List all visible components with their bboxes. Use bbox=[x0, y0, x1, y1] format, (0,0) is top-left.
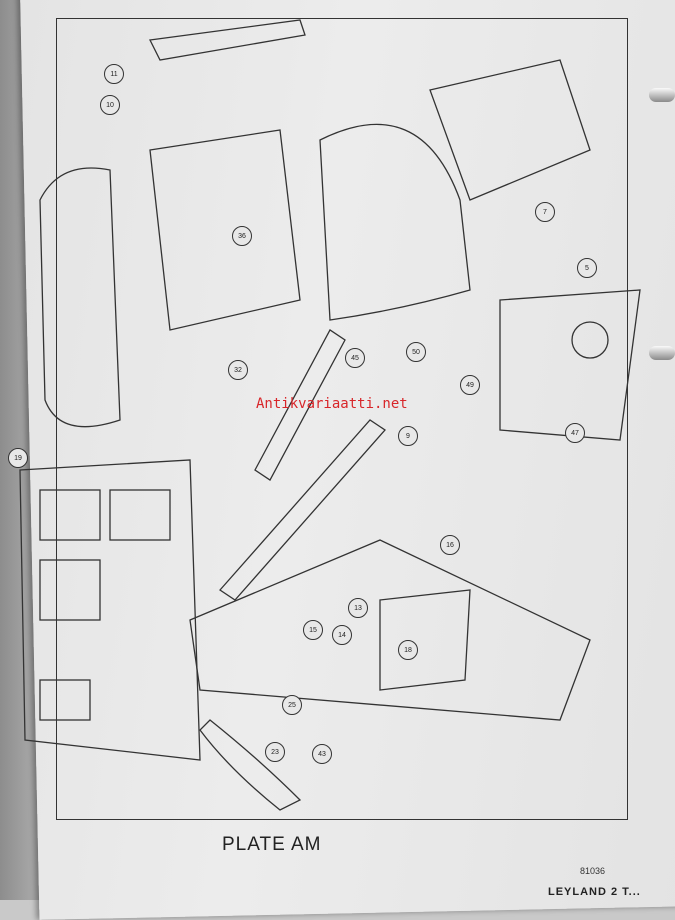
callout: 9 bbox=[398, 426, 418, 446]
pillar bbox=[254, 329, 346, 481]
callout: 50 bbox=[406, 342, 426, 362]
plate-title: PLATE AM bbox=[222, 834, 322, 855]
exploded-body-diagram bbox=[19, 19, 641, 811]
callout: 16 bbox=[440, 535, 460, 555]
wheel-arch bbox=[199, 719, 302, 811]
roof-rail bbox=[149, 19, 306, 61]
callout: 14 bbox=[332, 625, 352, 645]
plate-frame bbox=[56, 18, 628, 820]
callout: 19 bbox=[8, 448, 28, 468]
callout: 23 bbox=[265, 742, 285, 762]
door-frame bbox=[149, 129, 301, 331]
cab-side-panel bbox=[319, 123, 471, 321]
callout: 32 bbox=[228, 360, 248, 380]
callout: 5 bbox=[577, 258, 597, 278]
callout: 47 bbox=[565, 423, 585, 443]
binder-ring bbox=[649, 346, 675, 360]
front-grille-panel bbox=[499, 289, 641, 441]
rear-cab-panel bbox=[19, 459, 201, 761]
front-frame bbox=[429, 59, 591, 201]
plate-reference: 81036 bbox=[580, 866, 606, 876]
callout: 45 bbox=[345, 348, 365, 368]
callout: 10 bbox=[100, 95, 120, 115]
watermark: Antikvariaatti.net bbox=[256, 396, 408, 412]
callout: 18 bbox=[398, 640, 418, 660]
callout: 15 bbox=[303, 620, 323, 640]
sill bbox=[219, 419, 386, 601]
callout: 13 bbox=[348, 598, 368, 618]
callout: 7 bbox=[535, 202, 555, 222]
callout: 36 bbox=[232, 226, 252, 246]
callout: 25 bbox=[282, 695, 302, 715]
callout: 49 bbox=[460, 375, 480, 395]
callout: 43 bbox=[312, 744, 332, 764]
cross-member bbox=[379, 589, 471, 691]
rear-panel bbox=[39, 167, 121, 428]
binder-ring bbox=[649, 88, 675, 102]
callout: 11 bbox=[104, 64, 124, 84]
floor-pan bbox=[189, 539, 591, 721]
footer-text: LEYLAND 2 T... bbox=[548, 886, 641, 898]
